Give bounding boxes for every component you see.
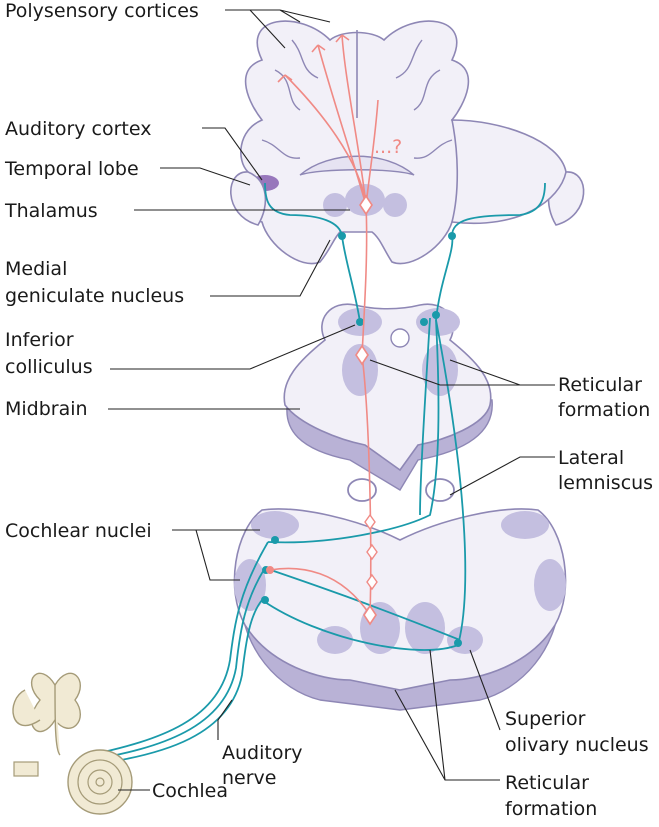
label-auditory-nerve-line1: Auditory [222, 742, 303, 764]
label-medial-geniculate-line1: Medial [5, 258, 67, 280]
lateral-lemniscus-ring-left [347, 478, 377, 502]
teal-neuron-ic-right [432, 311, 440, 319]
reticular-pathway: ...? [266, 34, 402, 626]
teal-neuron-mgn-right [448, 232, 456, 240]
superior-olivary-nucleus-left [317, 626, 353, 654]
reticular-formation-midbrain-left [342, 344, 378, 396]
label-cochlea: Cochlea [152, 780, 228, 802]
inferior-colliculus-right [416, 308, 460, 336]
label-reticular-formation-bottom-line1: Reticular [505, 772, 589, 794]
label-superior-olivary-line1: Superior [505, 708, 586, 730]
label-reticular-formation-bottom-line2: formation [505, 798, 597, 820]
label-reticular-formation-top-line1: Reticular [558, 374, 642, 396]
leader-lines [108, 9, 555, 791]
cochlea-illustration [12, 672, 133, 815]
teal-neuron-olivary [454, 639, 462, 647]
brainstem-section [233, 508, 567, 711]
midbrain-section [283, 303, 493, 491]
question-mark-label: ...? [374, 136, 402, 158]
label-reticular-formation-top-line2: formation [558, 399, 650, 421]
label-lateral-lemniscus-line1: Lateral [558, 447, 624, 469]
label-auditory-nerve-line2: nerve [222, 767, 276, 789]
label-superior-olivary-line2: olivary nucleus [505, 734, 649, 756]
label-inferior-colliculus-line2: colliculus [5, 356, 93, 378]
cochlear-nucleus-upper [251, 511, 299, 539]
reticular-formation-pons-right [405, 602, 445, 654]
label-thalamus: Thalamus [4, 200, 98, 222]
reticular-formation-midbrain-right [422, 344, 458, 396]
cochlea-spiral [67, 749, 133, 815]
label-cochlear-nuclei: Cochlear nuclei [5, 520, 152, 542]
label-auditory-cortex: Auditory cortex [5, 118, 151, 140]
label-inferior-colliculus-line1: Inferior [5, 329, 74, 351]
label-temporal-lobe: Temporal lobe [4, 158, 139, 180]
red-neuron-cochlear [266, 566, 274, 574]
teal-neuron-cochlear-upper [271, 536, 279, 544]
label-medial-geniculate-line2: geniculate nucleus [5, 285, 184, 307]
cochlear-nucleus-lower [234, 559, 266, 611]
teal-neuron-ic-left [356, 318, 364, 326]
label-lateral-lemniscus-line2: lemniscus [558, 472, 653, 494]
brain-coronal-section [230, 20, 585, 265]
teal-neuron-mgn-left [338, 232, 346, 240]
superior-olivary-nucleus-right [447, 626, 483, 654]
lateral-lemniscus-ring-right [425, 478, 455, 502]
labels: Polysensory cortices Auditory cortex Tem… [4, 0, 653, 820]
teal-neuron-cochlear-lower [261, 596, 269, 604]
label-midbrain: Midbrain [5, 398, 88, 420]
label-polysensory-cortices: Polysensory cortices [5, 0, 199, 22]
